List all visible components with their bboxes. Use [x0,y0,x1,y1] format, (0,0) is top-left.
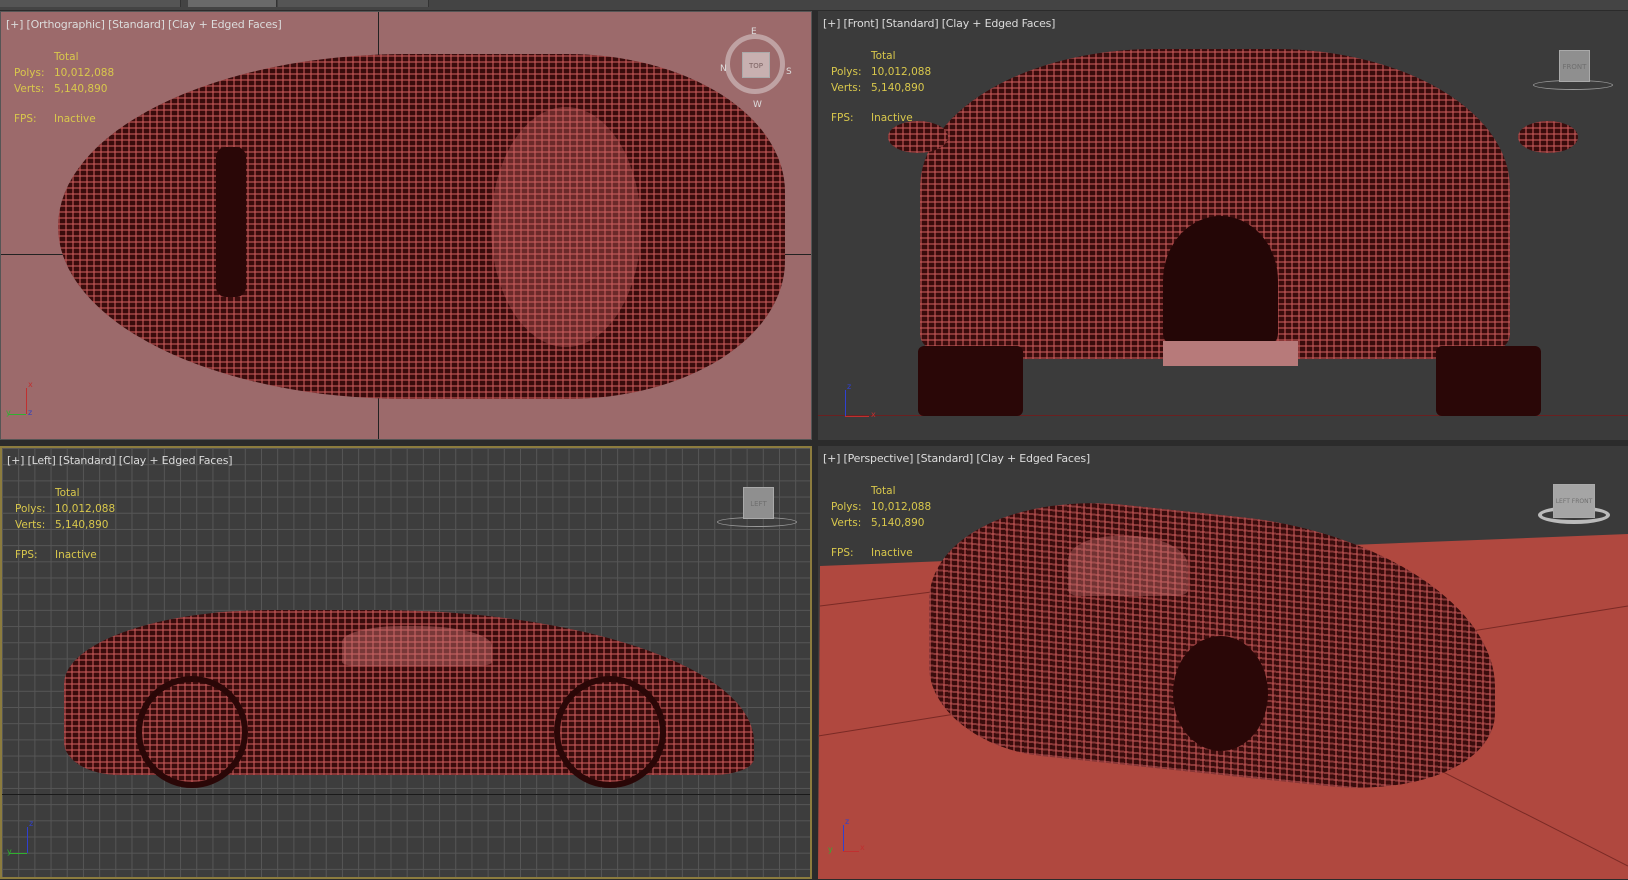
wheel-left [918,346,1023,416]
axis-x-label: x [28,380,33,389]
wheel-rear [554,676,666,788]
verts-value: 5,140,890 [871,82,925,94]
wheel-front [136,676,248,788]
viewport-left[interactable]: [+] [Left] [Standard] [Clay + Edged Face… [0,446,812,879]
polys-value: 10,012,088 [55,503,116,515]
axis-y-label: y [6,408,11,417]
axis-z-label: z [29,819,34,828]
viewcube-left[interactable]: LEFT [743,487,774,519]
tab-bar [0,0,1628,10]
fps-label: FPS: [15,549,38,561]
stats-header: Total [871,485,896,497]
axis-x-label: x [860,843,865,852]
axis-x-label: x [871,410,876,419]
fps-value: Inactive [54,113,96,125]
verts-label: Verts: [14,83,45,95]
compass-east: E [751,27,757,37]
fps-value: Inactive [55,549,97,561]
axis-z-label: z [847,382,852,391]
viewport-label[interactable]: [+] [Front] [Standard] [Clay + Edged Fac… [823,17,1056,30]
axis-tripod: x y z [6,380,36,424]
viewport-label[interactable]: [+] [Left] [Standard] [Clay + Edged Face… [7,454,233,467]
engine-detail [216,147,246,297]
license-plate [1163,341,1298,366]
stats-header: Total [55,487,80,499]
stats-header: Total [871,50,896,62]
tab[interactable] [0,0,181,7]
side-window [1068,536,1188,596]
polys-label: Polys: [831,66,862,78]
verts-label: Verts: [831,517,862,529]
fps-label: FPS: [831,547,854,559]
mirror-left [888,121,948,153]
tab[interactable] [188,0,277,7]
polys-label: Polys: [15,503,46,515]
ground-line [2,794,810,795]
grille [1163,216,1278,346]
axis-tripod: z x [843,382,883,426]
viewcube-compass[interactable] [725,34,785,94]
mirror-right [1518,121,1578,153]
polys-label: Polys: [14,67,45,79]
viewcube-front[interactable]: FRONT [1559,50,1590,82]
verts-value: 5,140,890 [54,83,108,95]
verts-value: 5,140,890 [871,517,925,529]
verts-label: Verts: [831,82,862,94]
fps-label: FPS: [14,113,37,125]
polys-value: 10,012,088 [871,501,932,513]
axis-y-label: y [828,845,833,854]
axis-tripod: z y [7,819,47,863]
viewport-orthographic[interactable]: [+] [Orthographic] [Standard] [Clay + Ed… [0,11,812,440]
compass-north: N [720,64,727,74]
fps-value: Inactive [871,547,913,559]
polys-value: 10,012,088 [871,66,932,78]
viewport-front[interactable]: [+] [Front] [Standard] [Clay + Edged Fac… [818,11,1628,440]
viewport-label[interactable]: [+] [Orthographic] [Standard] [Clay + Ed… [6,18,282,31]
side-window [342,626,492,666]
viewport-label[interactable]: [+] [Perspective] [Standard] [Clay + Edg… [823,452,1090,465]
axis-z-label: z [845,817,850,826]
polys-label: Polys: [831,501,862,513]
polys-value: 10,012,088 [54,67,115,79]
axis-y-label: y [7,847,12,856]
axis-z-label: z [28,408,33,417]
verts-label: Verts: [15,519,46,531]
fps-label: FPS: [831,112,854,124]
verts-value: 5,140,890 [55,519,109,531]
fps-value: Inactive [871,112,913,124]
car-top-mesh [58,54,785,399]
ground-line [818,415,1628,416]
windshield [491,107,641,347]
wheel-right [1436,346,1541,416]
viewcube-perspective[interactable]: LEFT FRONT [1553,484,1595,518]
viewcube-top[interactable]: TOP [742,52,770,78]
compass-west: W [753,100,762,110]
tab[interactable] [278,0,429,7]
viewport-perspective[interactable]: [+] [Perspective] [Standard] [Clay + Edg… [818,446,1628,879]
axis-tripod: z x y [828,817,868,861]
compass-south: S [786,67,792,77]
stats-header: Total [54,51,79,63]
wheel-front [1173,636,1268,751]
